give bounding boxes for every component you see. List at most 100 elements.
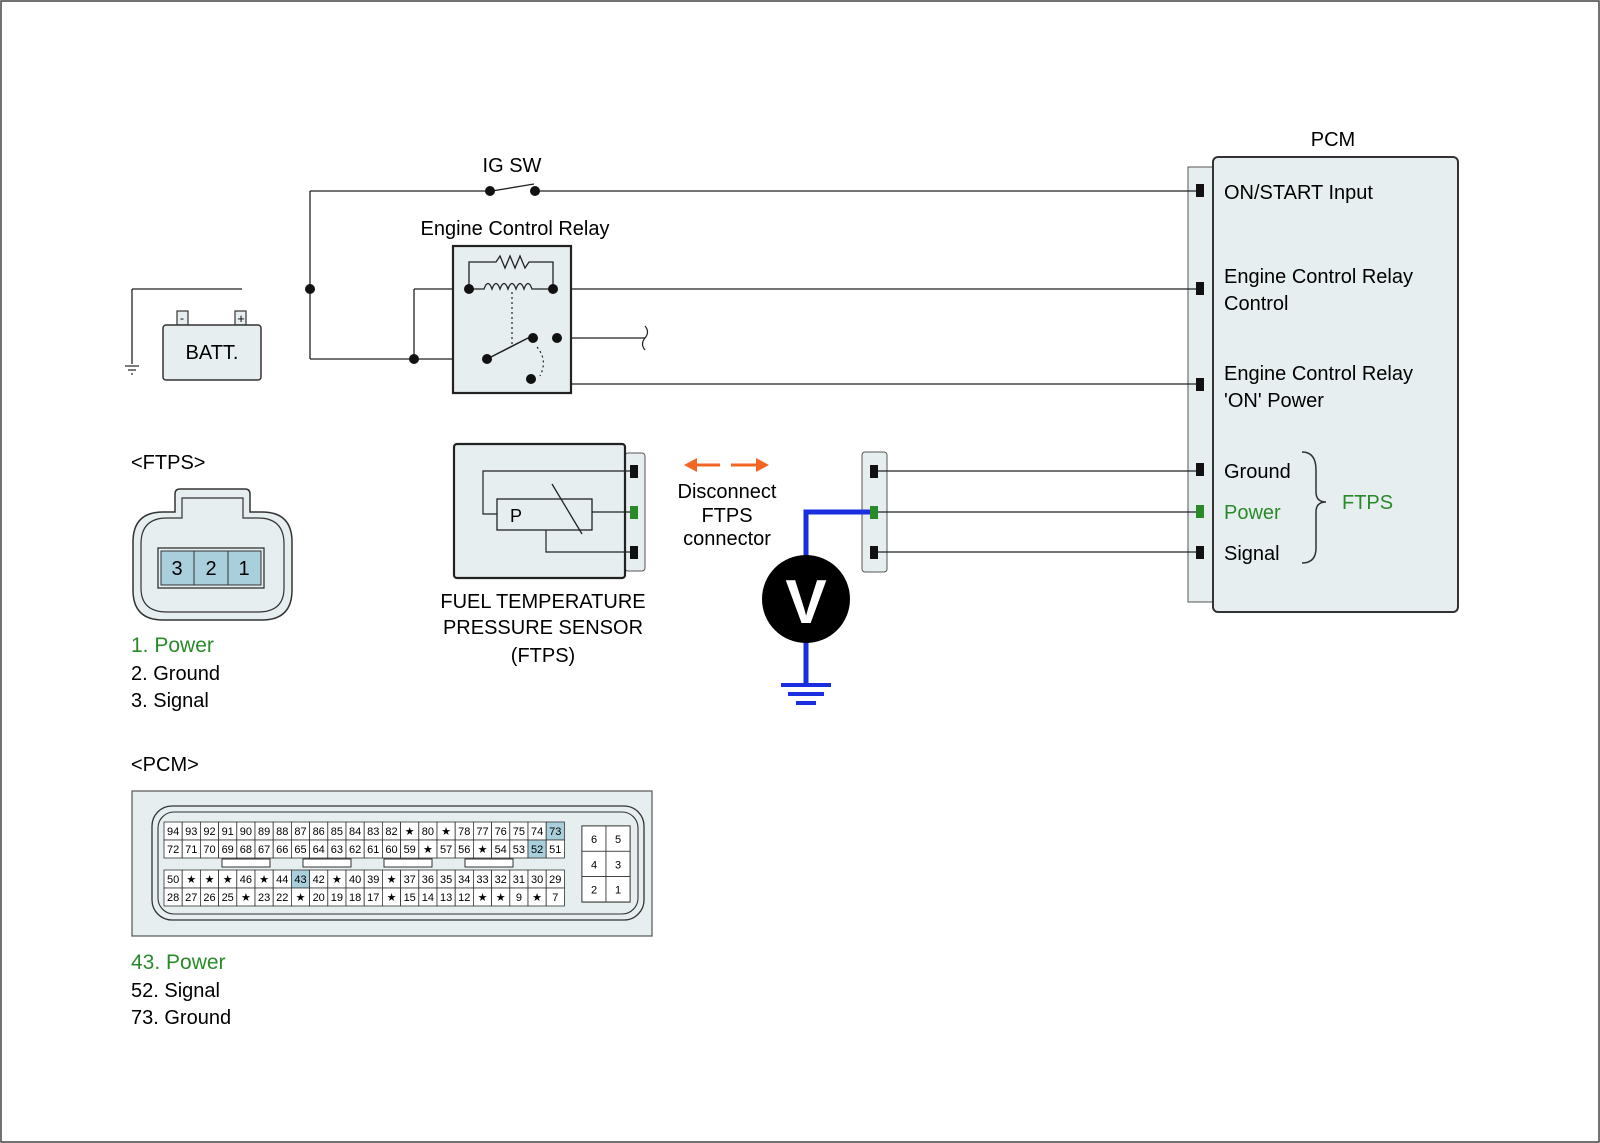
- pcm-label-ecr-on-1: Engine Control Relay: [1224, 363, 1413, 385]
- pcm-terminal-ground: [1196, 463, 1204, 476]
- ftps-connector-view: <FTPS> 3 2 1 1. Power 2. Ground 3. Signa…: [131, 452, 293, 712]
- pcm-pin-label: 80: [422, 826, 434, 838]
- pcm-pin-label: 12: [458, 892, 470, 904]
- sensor-wire-top: [482, 470, 632, 515]
- pcm-pin-label: 92: [203, 826, 215, 838]
- pcm-pin-cell: [545, 839, 565, 859]
- harness-connector: [861, 451, 1196, 573]
- pcm-pin-label: 90: [240, 826, 252, 838]
- igsw-blade: [491, 183, 535, 192]
- pcm-terminal-power: [1196, 505, 1204, 518]
- pcm-pin-label: 77: [476, 826, 488, 838]
- ftps-pin-1: [227, 550, 262, 586]
- pcm-pin-label: 91: [222, 826, 234, 838]
- pcm-pin-label: 75: [513, 826, 525, 838]
- pcm-connector-shell-inner: [157, 811, 639, 915]
- battery-body: [162, 324, 262, 381]
- pcm-pin-label: 31: [513, 874, 525, 886]
- pcm-pin-label: ★: [423, 844, 433, 856]
- sensor-element-label: P: [510, 506, 522, 526]
- pcm-pin-label: 22: [276, 892, 288, 904]
- pcm-pin-label: 14: [422, 892, 434, 904]
- pcm-side-pin-label: 2: [591, 885, 597, 897]
- pcm-title: PCM: [1311, 129, 1355, 151]
- pcm-pin-label: ★: [478, 892, 488, 904]
- pcm-pin-label: 60: [385, 844, 397, 856]
- pcm-pin-label: 72: [167, 844, 179, 856]
- pcm-key-slot-2: [302, 858, 352, 868]
- pcm-terminal-signal: [1196, 546, 1204, 559]
- pcm-pin-label: ★: [186, 874, 196, 886]
- pcm-pin-label: 85: [331, 826, 343, 838]
- pcm-pin-label: 19: [331, 892, 343, 904]
- pcm-pin-label: 69: [222, 844, 234, 856]
- pcm-connector-title: <PCM>: [131, 754, 199, 776]
- disconnect-note: Disconnect FTPS connector: [678, 458, 777, 550]
- pcm-pin-label: ★: [259, 874, 269, 886]
- relay-node-coil-a: [464, 284, 474, 294]
- relay-node-output: [552, 333, 562, 343]
- relay-switch-travel: [536, 346, 544, 377]
- voltmeter-symbol: V: [785, 568, 826, 637]
- pcm-pin-label: 44: [276, 874, 288, 886]
- pcm-side-pin-label: 1: [615, 885, 621, 897]
- pcm-pin-label: 93: [185, 826, 197, 838]
- engine-control-relay: Engine Control Relay: [421, 218, 610, 395]
- pcm-side-pin-cell: [581, 825, 607, 852]
- battery-label: BATT.: [186, 342, 239, 364]
- voltmeter: V: [762, 509, 870, 705]
- relay-resistor-icon: [468, 254, 554, 289]
- pcm-pin-label: ★: [478, 844, 488, 856]
- pcm-pin-label: 23: [258, 892, 270, 904]
- pcm-pin-label: 76: [495, 826, 507, 838]
- ig-sw-label: IG SW: [483, 155, 542, 177]
- left-arrow-icon: [684, 458, 697, 472]
- relay-node-coil-b: [548, 284, 558, 294]
- pcm-label-power: Power: [1224, 502, 1281, 524]
- relay-node-switch-no: [528, 333, 538, 343]
- pcm-pin-label: 26: [203, 892, 215, 904]
- battery-ground-icon: [125, 365, 139, 375]
- relay-box: [451, 244, 573, 395]
- pcm-box: [1212, 156, 1459, 613]
- ftps-legend-power: 1. Power: [131, 634, 214, 657]
- ftps-group-brace: [1301, 451, 1327, 564]
- pcm-pin-label: 64: [313, 844, 325, 856]
- sensor-pin-top: [630, 465, 638, 478]
- pcm-pin-label: ★: [241, 892, 251, 904]
- disconnect-line-1: Disconnect: [678, 481, 777, 503]
- battery: - + BATT.: [162, 310, 262, 381]
- pcm-module: PCM ON/START Input Engine Control Relay …: [1187, 129, 1459, 613]
- pcm-label-on-start: ON/START Input: [1224, 182, 1373, 204]
- pcm-pin-cell: [545, 887, 565, 907]
- pcm-pin-label: 15: [404, 892, 416, 904]
- junction-batt: [305, 284, 315, 294]
- pcm-pin-label: 62: [349, 844, 361, 856]
- relay-node-switch-common: [482, 354, 492, 364]
- pcm-pin-label: ★: [532, 892, 542, 904]
- pcm-pin-label: 94: [167, 826, 179, 838]
- ftps-legend-signal: 3. Signal: [131, 690, 209, 712]
- pcm-pin-label: 51: [549, 844, 561, 856]
- pcm-pin-label: ★: [441, 826, 451, 838]
- pcm-pin-label: ★: [296, 892, 306, 904]
- sensor-variable-arrow: [551, 483, 583, 535]
- sensor-pin-power: [630, 506, 638, 519]
- pcm-label-ground: Ground: [1224, 461, 1291, 483]
- pcm-key-slot-1: [221, 858, 271, 868]
- pcm-pin-label: 39: [367, 874, 379, 886]
- pcm-pin-label: ★: [405, 826, 415, 838]
- disconnect-line-3: connector: [683, 528, 771, 550]
- pcm-pin-label: 20: [313, 892, 325, 904]
- right-arrow-icon: [756, 458, 769, 472]
- sensor-name-2: PRESSURE SENSOR: [443, 617, 643, 639]
- pcm-terminal-on-start: [1196, 184, 1204, 197]
- pcm-pin-label: 27: [185, 892, 197, 904]
- pcm-pin-label: 53: [513, 844, 525, 856]
- pcm-pin-label: 82: [385, 826, 397, 838]
- wire-break-icon: [641, 325, 649, 351]
- pcm-pin-label: 70: [203, 844, 215, 856]
- pcm-pin-label: 43: [294, 874, 306, 886]
- igsw-contact-2: [530, 186, 540, 196]
